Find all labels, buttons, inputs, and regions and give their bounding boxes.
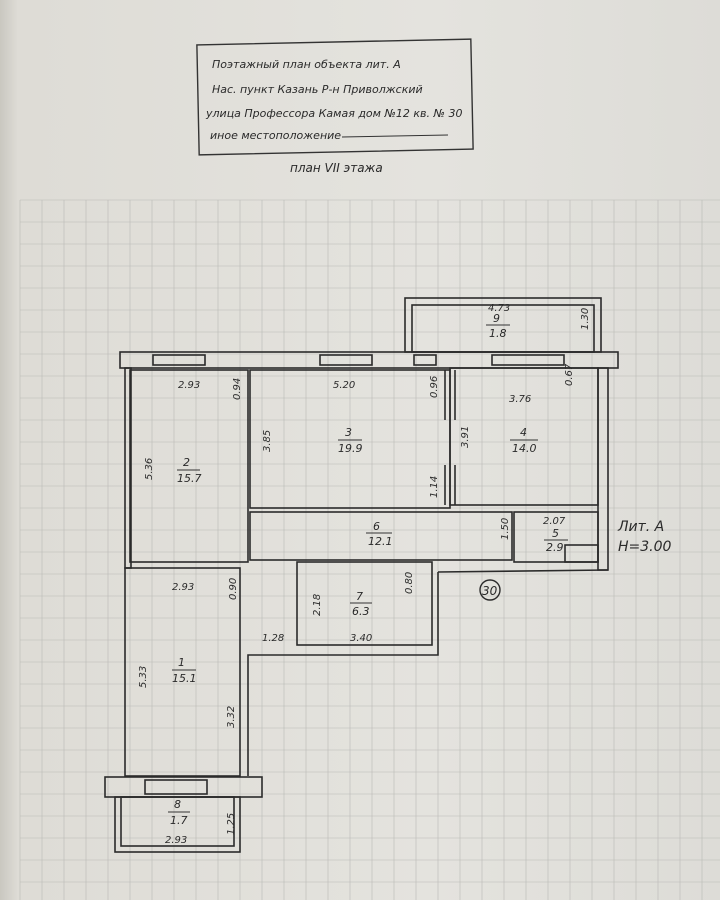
- plan-caption: план VII этажа: [290, 161, 383, 175]
- dim-label: 0.67: [564, 363, 575, 386]
- dim-label: 3.40: [350, 633, 372, 644]
- room-9-area: 1.8: [489, 327, 507, 340]
- apartment-marker-number: 30: [482, 584, 498, 598]
- dim-label: 3.91: [460, 426, 471, 448]
- dim-label: 1.28: [262, 633, 284, 644]
- title-line-4: иное местоположение: [210, 129, 341, 142]
- room-1-number: 1: [178, 656, 185, 669]
- dim-label: 0.96: [429, 376, 440, 398]
- dim-label: 3.32: [226, 706, 237, 728]
- room-3-number: 3: [345, 426, 352, 439]
- dim-label: 4.73: [488, 303, 510, 314]
- room-8-area: 1.7: [170, 814, 188, 827]
- dim-label: 2.18: [312, 594, 323, 616]
- title-block-frame: [196, 38, 474, 156]
- room-3-area: 19.9: [338, 442, 363, 455]
- building-lit: Лит. А: [617, 519, 664, 535]
- dim-label: 1.50: [500, 518, 511, 540]
- dim-label: 2.93: [178, 380, 200, 391]
- room-4-area: 14.0: [512, 442, 537, 455]
- apartment-marker-circle: [479, 579, 501, 601]
- dim-label: 1.30: [580, 308, 591, 330]
- room-1-area: 15.1: [172, 672, 197, 685]
- room-7-number: 7: [356, 590, 363, 603]
- dim-label: 0.94: [232, 378, 243, 400]
- dim-label: 1.14: [429, 476, 440, 498]
- dim-label: 2.07: [543, 516, 566, 527]
- dim-label: 5.36: [144, 458, 155, 480]
- room-5-area: 2.9: [546, 541, 564, 554]
- dim-label: 1.25: [226, 813, 237, 835]
- room-6-number: 6: [373, 520, 380, 533]
- room-2-area: 15.7: [177, 472, 202, 485]
- dim-label: 0.80: [404, 572, 415, 594]
- room-4-number: 4: [520, 426, 527, 439]
- dim-label: 3.85: [262, 430, 273, 452]
- ceiling-height: H=3.00: [618, 539, 672, 555]
- dim-label: 2.93: [172, 582, 194, 593]
- room-5-number: 5: [552, 527, 559, 540]
- dim-label: 2.93: [165, 835, 187, 846]
- room-7-area: 6.3: [352, 605, 370, 618]
- blank-line: [341, 134, 449, 138]
- title-line-2: Нас. пункт Казань Р-н Приволжский: [212, 83, 423, 96]
- room-2-number: 2: [183, 456, 190, 469]
- walls: [104, 297, 619, 853]
- dim-label: 0.90: [228, 578, 239, 600]
- dim-label: 5.33: [138, 666, 149, 688]
- dim-label: 3.76: [509, 394, 531, 405]
- dimension-labels: 2.93 0.94 5.36 5.20 3.85 0.96 3.91 1.14 …: [138, 303, 591, 846]
- dim-label: 5.20: [333, 380, 355, 391]
- room-6-area: 12.1: [368, 535, 393, 548]
- room-9-number: 9: [493, 312, 500, 325]
- title-line-1: Поэтажный план объекта лит. А: [212, 58, 401, 71]
- room-labels: 2 15.7 3 19.9 4 14.0 5 2.9 6 12.1 7 6.3 …: [168, 312, 568, 827]
- room-8-number: 8: [174, 798, 181, 811]
- graph-grid: [19, 199, 720, 900]
- title-line-3: улица Профессора Камая дом №12 кв. № 30: [205, 107, 462, 120]
